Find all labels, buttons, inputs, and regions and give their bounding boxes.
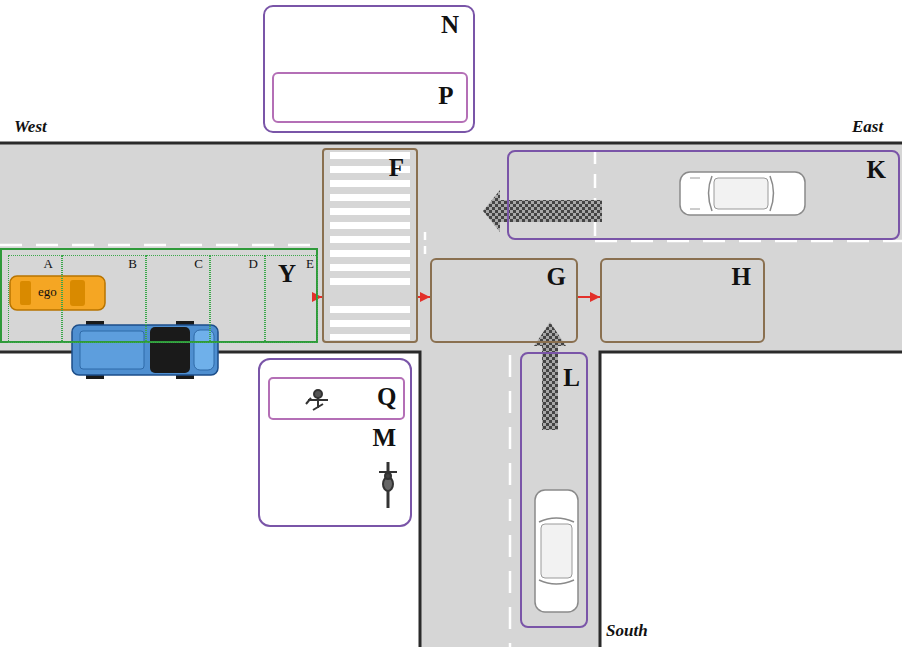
pickup-truck <box>72 321 218 379</box>
pedestrian <box>306 390 328 410</box>
direction-label: East <box>852 118 883 137</box>
zone-box: E <box>265 255 318 343</box>
zone-letter: N <box>441 11 459 39</box>
road-edge <box>0 142 902 145</box>
zone-letter: Q <box>377 383 396 411</box>
lane-box: K <box>507 150 900 240</box>
lane-marking <box>509 355 512 647</box>
zone-letter: L <box>563 364 580 392</box>
zone-letter: Y <box>278 260 296 288</box>
trajectory-arrow <box>418 296 430 298</box>
vehicle-label: ego <box>38 285 57 299</box>
zone-letter: P <box>438 82 453 110</box>
region-box: MQ <box>258 358 412 527</box>
zone-letter: M <box>372 424 396 452</box>
crosswalk <box>330 152 410 340</box>
trajectory-arrow <box>578 296 600 298</box>
lane-marking <box>0 244 320 247</box>
region-box: NP <box>263 5 475 133</box>
straight-arrow <box>534 322 566 430</box>
zone-box: B <box>62 255 146 343</box>
zone-letter: D <box>249 257 258 271</box>
car <box>680 172 805 215</box>
lane-marking <box>594 150 597 238</box>
direction-label: South <box>606 622 648 641</box>
region-box: P <box>272 72 468 123</box>
region-box: Q <box>268 377 405 420</box>
zone-letter: H <box>732 263 751 291</box>
lane-marking <box>424 232 427 256</box>
lane-box: L <box>520 352 588 628</box>
crosswalk-box: F <box>322 148 418 343</box>
turn-arrow <box>483 190 602 232</box>
zone-letter: F <box>389 154 404 182</box>
conflict-box: H <box>600 258 765 343</box>
road-edge <box>0 352 902 647</box>
zone-letter: C <box>194 257 203 271</box>
cyclist <box>379 462 397 508</box>
ego-car <box>10 276 105 310</box>
road-surface <box>0 143 902 352</box>
road-surface <box>420 350 600 647</box>
conflict-box: G <box>430 258 578 343</box>
zone-box: C <box>146 255 210 343</box>
zone-letter: G <box>547 263 566 291</box>
zone-letter: B <box>128 257 137 271</box>
direction-label: West <box>14 118 47 137</box>
lane-marking <box>595 240 902 243</box>
zone-letter: E <box>306 257 314 271</box>
car <box>535 490 578 612</box>
zone-box: D <box>210 255 265 343</box>
zone-letter: A <box>44 257 53 271</box>
zone-letter: K <box>867 156 886 184</box>
